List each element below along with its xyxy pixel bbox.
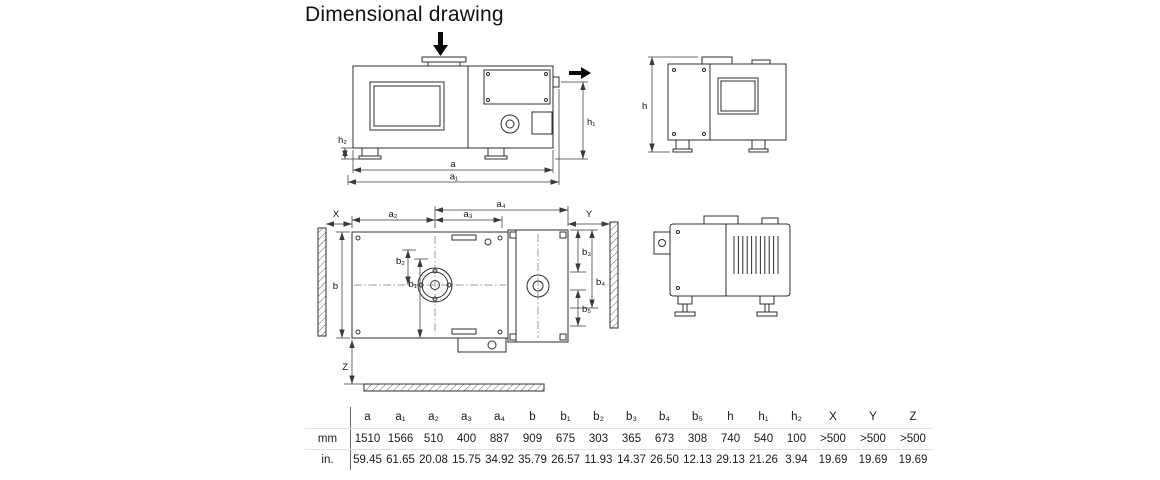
dim-label-a1: a₁	[450, 172, 459, 183]
dim-label-a3: a₃	[463, 209, 472, 220]
value-cell: 26.57	[551, 454, 580, 466]
dim-label-h2: h₂	[338, 135, 347, 146]
page-title: Dimensional drawing	[305, 3, 504, 26]
table-header-cell: b₄	[658, 411, 671, 423]
value-cell: >500	[860, 433, 886, 445]
dim-label-Y: Y	[586, 209, 593, 220]
dim-label-h: h	[642, 101, 647, 112]
table-row-in: in.59.45 61.65 20.08 15.75 34.92 35.79 26.57 11…	[305, 449, 933, 470]
dim-label-b: b	[333, 281, 338, 292]
value-cell: 19.69	[858, 454, 888, 466]
rear-view-drawing	[642, 206, 807, 341]
table-header-cell: X	[829, 411, 837, 423]
value-cell: 1566	[387, 433, 414, 445]
value-cell: 19.69	[818, 454, 848, 466]
table-header-cell: a	[364, 411, 371, 423]
table-header-cell: b₃	[625, 411, 638, 423]
value-cell: 673	[654, 433, 675, 445]
value-cell: 35.79	[518, 454, 547, 466]
table-header-cell: b	[529, 411, 536, 423]
value-cell: 740	[720, 433, 741, 445]
dim-label-X: X	[333, 209, 340, 220]
table-header-cell: h	[727, 411, 734, 423]
table-header-cell: Z	[909, 411, 917, 423]
value-cell: 887	[489, 433, 510, 445]
dim-label-b5: b₅	[582, 304, 591, 315]
table-header-cell: h₂	[791, 411, 802, 423]
value-cell: 19.69	[898, 454, 928, 466]
end-view-drawing: h	[640, 52, 805, 177]
dim-label-b4: b₄	[596, 277, 605, 288]
table-header-cell: a₄	[493, 411, 506, 423]
wall-left	[317, 227, 327, 337]
table-header-cell: b₅	[691, 411, 704, 423]
value-cell: 308	[687, 433, 708, 445]
side-view-drawing: a a₁ h₁ h₂	[338, 30, 610, 190]
value-cell: 14.37	[617, 454, 646, 466]
value-cell: 34.92	[485, 454, 514, 466]
table-header-cell: b₂	[593, 411, 604, 423]
down-arrow-icon	[433, 32, 448, 56]
dim-label-h1: h₁	[587, 117, 596, 128]
dim-label-a: a	[450, 159, 456, 170]
table-header-cell: a₂	[428, 411, 439, 423]
value-cell: 400	[456, 433, 477, 445]
value-cell: 303	[588, 433, 609, 445]
table-header-row: a a₁ a₂ a₃ a₄ b b₁ b₂ b₃ b₄ b₅ h h₁ h₂ X Y Z	[305, 407, 933, 428]
value-cell: 675	[555, 433, 576, 445]
value-cell: 61.65	[386, 454, 415, 466]
right-arrow-icon	[569, 67, 591, 79]
table-header-cell: a₁	[395, 411, 406, 423]
top-view-drawing: X Y a₂ a₃ a₄ b b₁ b₂ b₃ b₄ b₅ Z	[296, 198, 630, 398]
dim-label-Z: Z	[342, 362, 348, 373]
value-cell: 510	[423, 433, 444, 445]
wall-bottom	[363, 383, 545, 392]
wall-right	[609, 221, 619, 329]
dim-label-a2: a₂	[389, 209, 398, 220]
table-header-cell: Y	[869, 411, 877, 423]
value-cell: >500	[900, 433, 926, 445]
value-cell: 3.94	[785, 454, 808, 466]
table-header-cell: a₃	[460, 411, 473, 423]
dim-label-b2: b₂	[396, 256, 405, 267]
unit-label-cell: in.	[305, 450, 351, 470]
table-header-cell: h₁	[758, 411, 769, 423]
table-corner-cell	[305, 407, 351, 428]
value-cell: 12.13	[683, 454, 712, 466]
value-cell: 26.50	[650, 454, 679, 466]
dim-label-b3: b₃	[582, 247, 591, 258]
value-cell: 29.13	[716, 454, 745, 466]
value-cell: 540	[753, 433, 774, 445]
value-cell: 365	[621, 433, 642, 445]
value-cell: >500	[820, 433, 846, 445]
unit-label-cell: mm	[305, 429, 351, 449]
value-cell: 100	[786, 433, 807, 445]
value-cell: 59.45	[353, 454, 382, 466]
table-header-cell: b₁	[560, 411, 571, 423]
value-cell: 20.08	[419, 454, 448, 466]
value-cell: 15.75	[452, 454, 481, 466]
value-cell: 11.93	[584, 454, 613, 466]
value-cell: 1510	[354, 433, 381, 445]
value-cell: 21.26	[749, 454, 778, 466]
value-cell: 909	[522, 433, 543, 445]
dim-label-b1: b₁	[409, 279, 418, 290]
dim-label-a4: a₄	[496, 199, 505, 210]
